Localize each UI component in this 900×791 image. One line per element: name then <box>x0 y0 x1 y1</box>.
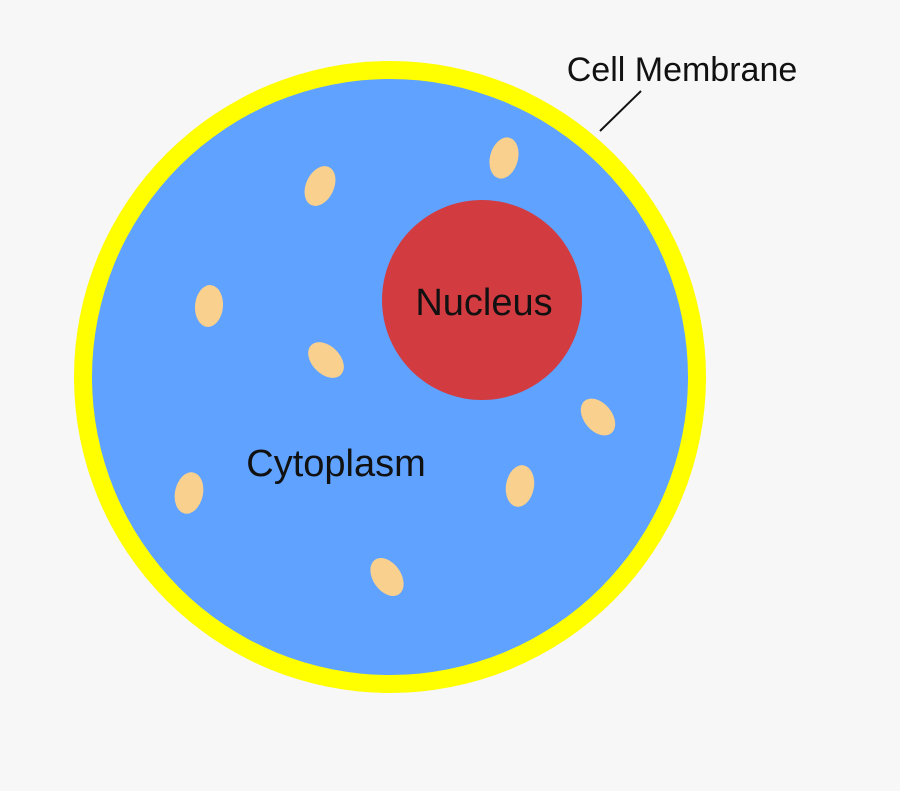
organelle <box>304 166 336 206</box>
organelle <box>194 285 224 327</box>
nucleus-label: Nucleus <box>415 282 552 324</box>
cell-membrane-leader-line <box>599 90 642 132</box>
organelle <box>580 398 616 436</box>
organelle <box>308 342 344 378</box>
cell-membrane-label: Cell Membrane <box>567 51 798 89</box>
cytoplasm-label: Cytoplasm <box>246 443 426 485</box>
organelle <box>174 472 204 514</box>
organelle <box>370 558 404 596</box>
organelles <box>174 137 616 596</box>
organelle <box>489 137 519 179</box>
organelle <box>505 465 535 507</box>
nucleus <box>382 200 582 400</box>
